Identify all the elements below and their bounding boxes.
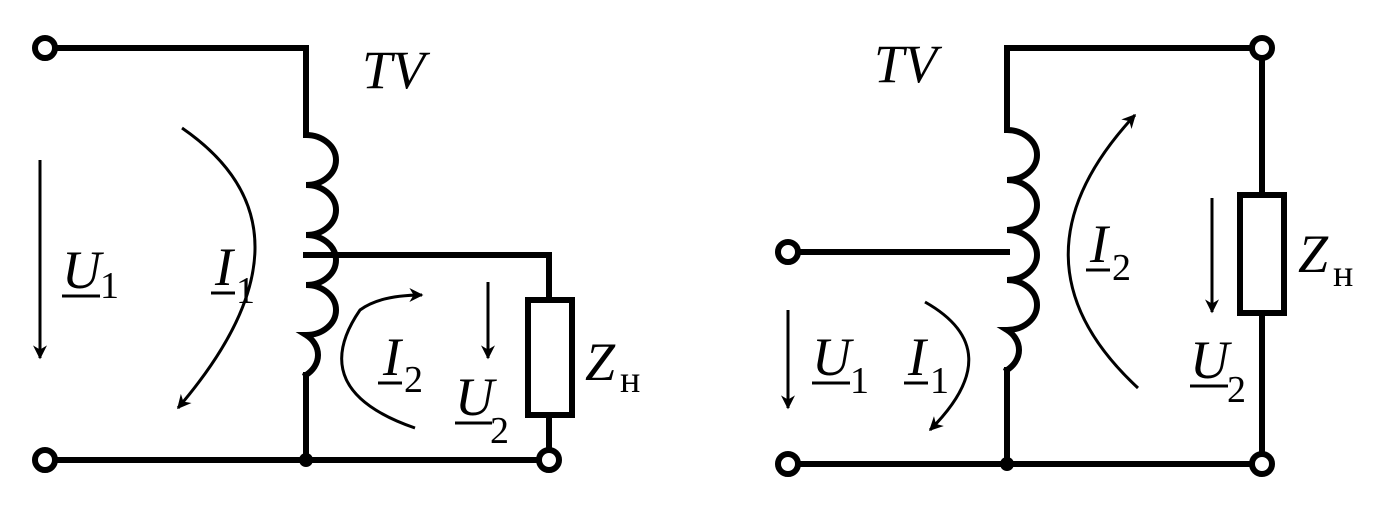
svg-text:U: U xyxy=(1190,330,1232,390)
left-load-label: Z н xyxy=(585,332,640,401)
svg-text:U: U xyxy=(62,240,104,300)
right-i1-arc-arrow xyxy=(924,300,971,432)
svg-text:н: н xyxy=(620,359,640,401)
right-transformer-label: TV xyxy=(874,34,943,94)
left-i1-arc-arrow xyxy=(176,126,257,410)
left-node-dot xyxy=(299,453,313,467)
svg-text:2: 2 xyxy=(1227,369,1246,411)
right-terminal-out-top xyxy=(1249,35,1275,61)
right-terminal-in-top xyxy=(775,239,801,265)
right-u1-label: U 1 xyxy=(812,327,869,402)
svg-text:1: 1 xyxy=(236,270,255,312)
svg-text:Z: Z xyxy=(585,332,616,392)
svg-text:н: н xyxy=(1333,253,1353,295)
left-terminal-in-top xyxy=(32,35,58,61)
right-load-label: Z н xyxy=(1298,224,1353,295)
left-transformer-label: TV xyxy=(362,40,431,100)
left-winding xyxy=(295,131,339,380)
svg-text:I: I xyxy=(907,327,929,387)
svg-text:2: 2 xyxy=(1112,247,1131,289)
svg-text:U: U xyxy=(455,367,497,427)
right-terminal-in-bottom xyxy=(775,451,801,477)
left-tap-wire xyxy=(303,252,552,303)
left-circuit: TV U 1 I 1 I 2 U 2 Z н xyxy=(32,35,640,473)
right-node-dot xyxy=(1000,457,1014,471)
svg-text:2: 2 xyxy=(404,359,423,401)
right-top-wire xyxy=(1004,45,1265,133)
left-u2-label: U 2 xyxy=(455,367,509,452)
svg-text:2: 2 xyxy=(490,410,509,452)
left-u1-label: U 1 xyxy=(62,240,119,307)
right-i2-arc-arrow xyxy=(1066,113,1140,390)
left-i2-label: I 2 xyxy=(378,327,423,401)
right-winding xyxy=(996,126,1040,375)
right-load-resistor xyxy=(1237,192,1287,316)
right-u2-label: U 2 xyxy=(1190,330,1246,411)
right-terminal-out-bottom xyxy=(1249,451,1275,477)
svg-text:I: I xyxy=(214,237,236,297)
svg-text:1: 1 xyxy=(930,360,949,402)
svg-text:I: I xyxy=(1089,214,1111,274)
svg-text:I: I xyxy=(382,327,404,387)
right-i1-label: I 1 xyxy=(904,327,949,402)
right-i2-label: I 2 xyxy=(1086,214,1131,289)
left-top-wire xyxy=(42,45,309,138)
svg-text:Z: Z xyxy=(1298,224,1329,284)
right-circuit: TV U 1 I 1 I 2 U 2 Z н xyxy=(775,34,1353,477)
svg-text:1: 1 xyxy=(850,360,869,402)
left-i1-label: I 1 xyxy=(211,237,255,312)
left-load-resistor xyxy=(525,297,575,418)
left-terminal-in-bottom xyxy=(32,447,58,473)
svg-text:1: 1 xyxy=(100,265,119,307)
left-terminal-out xyxy=(536,447,562,473)
left-i2-arc-arrow xyxy=(340,288,424,430)
svg-text:U: U xyxy=(812,327,854,387)
